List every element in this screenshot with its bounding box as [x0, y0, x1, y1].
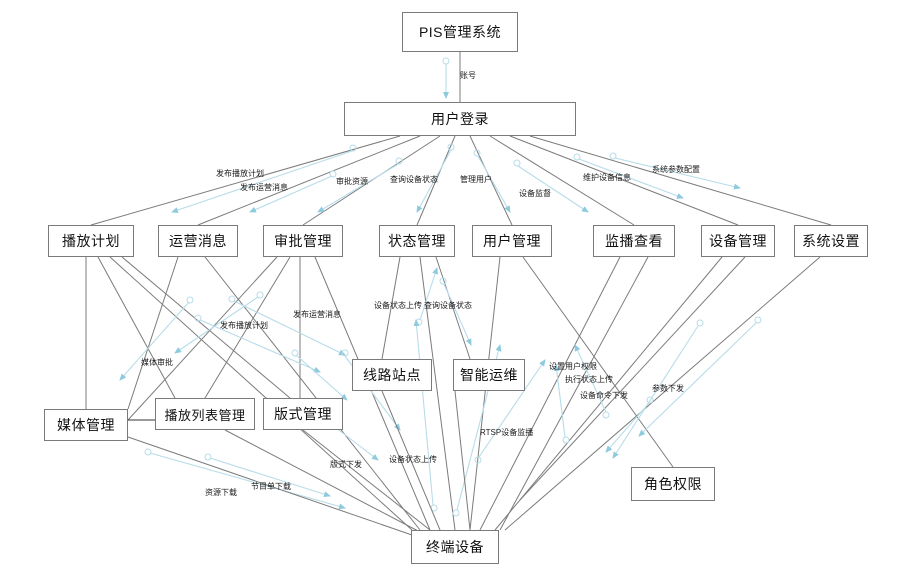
edge-label-device-status-upload-2: 设备状态上传 — [389, 455, 437, 464]
node-device-management[interactable]: 设备管理 — [701, 225, 775, 257]
edge-label-set-user-permission: 设置用户权限 — [549, 362, 597, 371]
edge-label-rtsp-device-monitor: RTSP设备监播 — [480, 428, 534, 437]
node-label: 运营消息 — [169, 233, 227, 249]
edge-lower-assoc — [127, 390, 471, 536]
node-operation-message[interactable]: 运营消息 — [158, 225, 238, 257]
edge-operate-children — [127, 256, 421, 531]
edge-label-publish-plan-top: 发布播放计划 — [216, 169, 264, 178]
node-layout-management[interactable]: 版式管理 — [263, 398, 343, 430]
edge-status-flows — [415, 267, 472, 346]
node-label: 监播查看 — [605, 233, 663, 249]
edge-user-children — [469, 256, 674, 531]
node-pis[interactable]: PIS管理系统 — [402, 12, 518, 52]
edge-label-program-download: 节目单下载 — [251, 482, 291, 491]
node-system-settings[interactable]: 系统设置 — [794, 225, 868, 257]
edge-label-media-approval: 媒体审批 — [141, 358, 173, 367]
node-label: 用户管理 — [483, 233, 541, 249]
node-label: 终端设备 — [426, 539, 484, 555]
node-route-station[interactable]: 线路站点 — [352, 359, 432, 391]
edge-monitor-children — [479, 256, 649, 531]
node-label: 状态管理 — [388, 233, 446, 249]
node-playlist-management[interactable]: 播放列表管理 — [155, 398, 255, 430]
edge-label-resource-download: 资源下载 — [205, 488, 237, 497]
edge-label-manage-user: 管理用户 — [460, 175, 492, 184]
edge-label-parameter-issue: 参数下发 — [652, 384, 684, 393]
node-approval-management[interactable]: 审批管理 — [263, 225, 343, 257]
node-play-plan[interactable]: 播放计划 — [48, 225, 134, 257]
node-label: 线路站点 — [363, 367, 421, 383]
node-label: 系统设置 — [802, 233, 860, 249]
node-media-management[interactable]: 媒体管理 — [44, 409, 128, 441]
edge-label-approve-resource: 审批资源 — [336, 177, 368, 186]
node-user-management[interactable]: 用户管理 — [472, 225, 552, 257]
node-role-permission[interactable]: 角色权限 — [631, 467, 715, 501]
edge-login-modules — [90, 135, 832, 226]
node-label: 设备管理 — [709, 233, 767, 249]
node-label: 审批管理 — [274, 233, 332, 249]
edge-label-exec-status-upload: 执行状态上传 — [565, 375, 613, 384]
edge-pis-login — [442, 52, 461, 102]
edge-plan-children — [85, 256, 413, 531]
edge-mid-flows — [119, 291, 346, 381]
edge-label-maintain-device-info: 维护设备信息 — [583, 173, 631, 182]
node-label: PIS管理系统 — [418, 24, 502, 40]
edge-label-account: 账号 — [460, 71, 476, 80]
edge-login-flows — [171, 143, 741, 213]
edge-label-query-device-status-2: 查询设备状态 — [424, 301, 472, 310]
node-label: 角色权限 — [644, 476, 702, 492]
node-login[interactable]: 用户登录 — [344, 102, 576, 136]
edge-label-system-parameter-config: 系统参数配置 — [652, 165, 700, 174]
edge-label-query-device-status: 查询设备状态 — [390, 175, 438, 184]
node-smart-ops[interactable]: 智能运维 — [453, 359, 525, 391]
edge-device-children — [494, 256, 746, 531]
node-label: 播放列表管理 — [164, 407, 246, 423]
node-label: 用户登录 — [431, 111, 489, 127]
node-monitor-view[interactable]: 监播查看 — [593, 225, 675, 257]
edge-label-device-command-issue: 设备命令下发 — [580, 391, 628, 400]
edge-sysset-children — [504, 256, 821, 531]
node-label: 播放计划 — [62, 233, 120, 249]
edge-label-publish-message-top: 发布运营消息 — [240, 183, 288, 192]
edge-label-publish-plan-mid: 发布播放计划 — [220, 321, 268, 330]
edge-label-device-status-upload-1: 设备状态上传 — [374, 301, 422, 310]
node-terminal-device[interactable]: 终端设备 — [411, 530, 499, 564]
edge-label-device-supervise: 设备监督 — [519, 189, 551, 198]
node-status-management[interactable]: 状态管理 — [379, 225, 455, 257]
edge-label-publish-message-mid: 发布运营消息 — [293, 310, 341, 319]
node-label: 版式管理 — [274, 406, 332, 422]
edge-label-layout-issue: 版式下发 — [330, 460, 362, 469]
edge-status-children — [381, 256, 471, 531]
node-label: 媒体管理 — [57, 417, 115, 433]
node-label: 智能运维 — [460, 367, 518, 383]
